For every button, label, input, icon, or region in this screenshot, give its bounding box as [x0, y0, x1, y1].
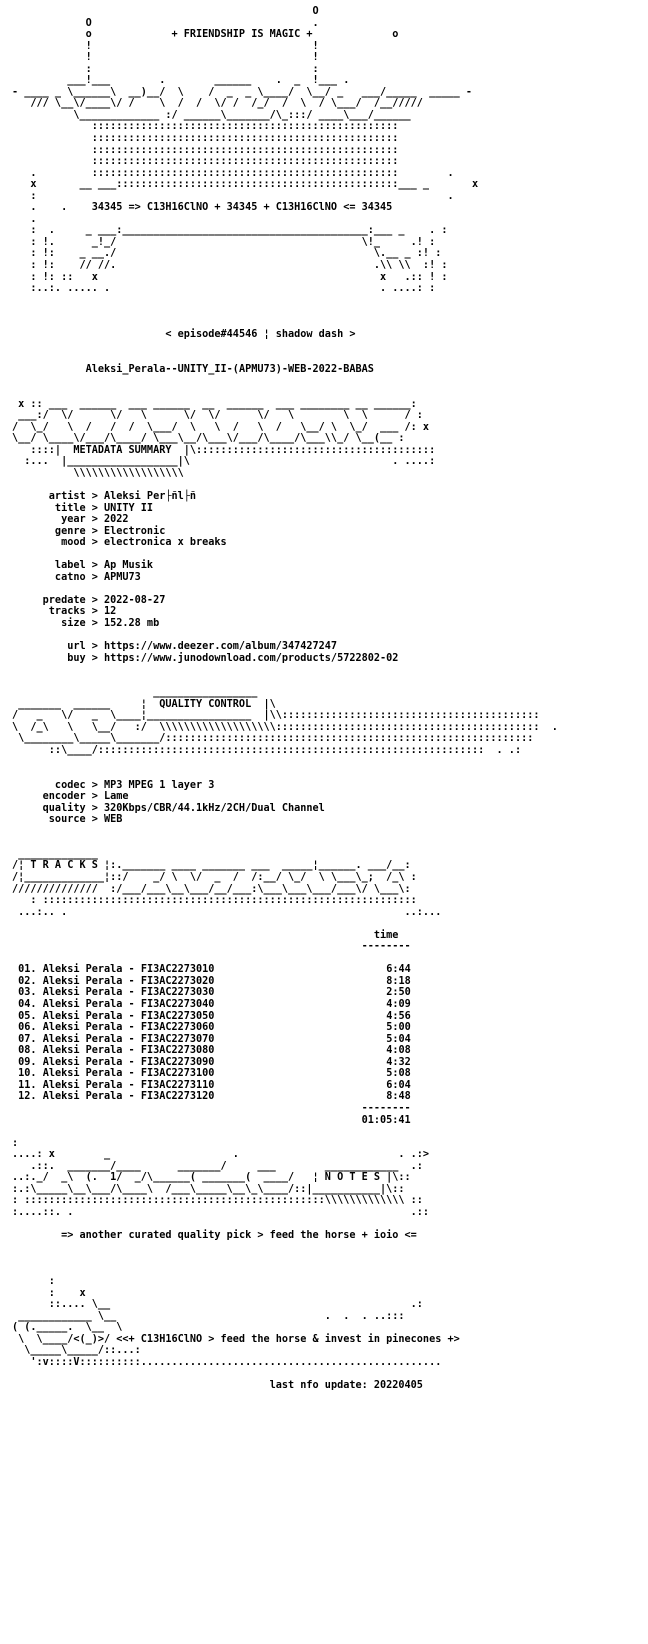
- metadata-ascii-art-bottom: ::::| METADATA SUMMARY |\:::::::::::::::…: [24, 444, 436, 479]
- nfo-document: O O . o + FRIENDSHIP IS MAGIC + o ! ! !: [12, 6, 638, 1636]
- track-number: 05.: [18, 1010, 37, 1022]
- blank-line: [12, 376, 638, 388]
- track-number: 01.: [18, 964, 37, 976]
- qc-ascii-art: _________________ _______ ______ ¦ QUALI…: [12, 687, 558, 756]
- blank-line: [12, 1242, 638, 1254]
- track-row: 07. Aleksi Perala - FI3AC2273070 5:04: [12, 1034, 411, 1045]
- blank-line: [12, 768, 638, 780]
- blank-line: [12, 341, 638, 353]
- track-row: 04. Aleksi Perala - FI3AC2273040 4:09: [12, 999, 411, 1010]
- blank-line: [12, 837, 638, 849]
- metadata-summary: artist > Aleksi Per├ñl├ñ title > UNITY I…: [42, 490, 399, 664]
- track-time: 4:56: [386, 1010, 411, 1022]
- track-row: 06. Aleksi Perala - FI3AC2273060 5:00: [12, 1022, 411, 1033]
- notes-line-wrap: => another curated quality pick > feed t…: [12, 1230, 638, 1242]
- track-row: 01. Aleksi Perala - FI3AC2273010 6:44: [12, 964, 411, 975]
- track-number: 06.: [18, 1022, 37, 1034]
- track-time: 5:08: [386, 1068, 411, 1080]
- blank-line: [12, 676, 638, 688]
- track-time: 2:50: [386, 987, 411, 999]
- blank-line: [12, 318, 638, 330]
- track-time: 6:04: [386, 1079, 411, 1091]
- blank-line: [12, 1253, 638, 1265]
- track-title: Aleksi Perala - FI3AC2273110: [42, 1079, 215, 1091]
- episode-line: < episode#44546 ¦ shadow dash >: [12, 329, 638, 341]
- blank-line: [12, 1369, 638, 1381]
- track-number: 03.: [18, 987, 37, 999]
- track-title: Aleksi Perala - FI3AC2273090: [42, 1056, 215, 1068]
- track-row: 11. Aleksi Perala - FI3AC2273110 6:04: [12, 1080, 411, 1091]
- track-time: 8:48: [386, 1091, 411, 1103]
- track-number: 02.: [18, 975, 37, 987]
- blank-line: [12, 757, 638, 769]
- track-time: 5:00: [386, 1022, 411, 1034]
- blank-line: [12, 953, 638, 965]
- metadata-ascii-art-top: x :: ___ ______ ___ ______ __ ______ ___…: [12, 398, 430, 445]
- track-row: 10. Aleksi Perala - FI3AC2273100 5:08: [12, 1068, 411, 1079]
- track-number: 10.: [18, 1068, 37, 1080]
- track-title: Aleksi Perala - FI3AC2273020: [42, 975, 215, 987]
- notes-text: => another curated quality pick > feed t…: [61, 1229, 417, 1241]
- track-title: Aleksi Perala - FI3AC2273080: [42, 1045, 215, 1057]
- track-time: 4:32: [386, 1056, 411, 1068]
- time-column-header: time: [373, 929, 399, 941]
- release-line: Aleksi_Perala--UNITY_II-(APMU73)-WEB-202…: [12, 364, 638, 376]
- tracks-ascii-art: _____________ /¦ T R A C K S ¦:._______ …: [12, 848, 442, 918]
- track-title: Aleksi Perala - FI3AC2273030: [42, 987, 215, 999]
- blank-line: [12, 1126, 638, 1138]
- track-title: Aleksi Perala - FI3AC2273050: [42, 1010, 215, 1022]
- blank-line: [12, 352, 638, 364]
- track-list: 01. Aleksi Perala - FI3AC2273010 6:44 02…: [12, 964, 638, 1103]
- blank-line: [12, 664, 638, 676]
- tracks-time-header: time: [12, 930, 638, 942]
- blank-line: [12, 306, 638, 318]
- blank-line: [12, 479, 638, 491]
- track-number: 12.: [18, 1091, 37, 1103]
- total-time: 01:05:41: [361, 1114, 411, 1126]
- track-title: Aleksi Perala - FI3AC2273100: [42, 1068, 215, 1080]
- track-row: 05. Aleksi Perala - FI3AC2273050 4:56: [12, 1011, 411, 1022]
- tracks-divider: --------: [12, 941, 411, 953]
- blank-line: [12, 1218, 638, 1230]
- last-update: last nfo update: 20220405: [269, 1380, 423, 1392]
- track-number: 04.: [18, 999, 37, 1011]
- track-time: 8:18: [386, 975, 411, 987]
- track-title: Aleksi Perala - FI3AC2273060: [42, 1022, 215, 1034]
- track-row: 08. Aleksi Perala - FI3AC2273080 4:08: [12, 1045, 411, 1056]
- quality-control-summary: codec > MP3 MPEG 1 layer 3 encoder > Lam…: [42, 779, 325, 826]
- total-time-line: 01:05:41: [12, 1115, 638, 1127]
- track-row: 02. Aleksi Perala - FI3AC2273020 8:18: [12, 976, 411, 987]
- track-title: Aleksi Perala - FI3AC2273010: [42, 964, 215, 976]
- blank-line: [12, 295, 638, 307]
- blank-line: [12, 826, 638, 838]
- blank-line: [12, 1265, 638, 1277]
- blank-line: [12, 387, 638, 399]
- track-title: Aleksi Perala - FI3AC2273040: [42, 999, 215, 1011]
- track-time: 4:09: [386, 999, 411, 1011]
- tracks-divider: --------: [12, 1102, 411, 1114]
- track-time: 5:04: [386, 1033, 411, 1045]
- last-update-line: last nfo update: 20220405: [12, 1380, 638, 1392]
- track-title: Aleksi Perala - FI3AC2273070: [42, 1033, 215, 1045]
- track-number: 09.: [18, 1056, 37, 1068]
- track-time: 4:08: [386, 1045, 411, 1057]
- episode-text: < episode#44546 ¦ shadow dash >: [165, 329, 356, 341]
- track-row: 12. Aleksi Perala - FI3AC2273120 8:48: [12, 1091, 411, 1102]
- notes-ascii-art: : ....: x _ . . .:> .::. _______/____ __…: [12, 1137, 430, 1218]
- track-time: 6:44: [386, 964, 411, 976]
- track-row: 03. Aleksi Perala - FI3AC2273030 2:50: [12, 987, 411, 998]
- track-number: 08.: [18, 1045, 37, 1057]
- track-row: 09. Aleksi Perala - FI3AC2273090 4:32: [12, 1057, 411, 1068]
- footer-ascii-art: : : x ::.... \__ .: ____________ \__ . .…: [12, 1276, 460, 1368]
- track-number: 11.: [18, 1079, 37, 1091]
- header-ascii-art: O O . o + FRIENDSHIP IS MAGIC + o ! ! !: [12, 6, 479, 295]
- release-name: Aleksi_Perala--UNITY_II-(APMU73)-WEB-202…: [85, 363, 374, 375]
- blank-line: [12, 918, 638, 930]
- track-number: 07.: [18, 1033, 37, 1045]
- track-title: Aleksi Perala - FI3AC2273120: [42, 1091, 215, 1103]
